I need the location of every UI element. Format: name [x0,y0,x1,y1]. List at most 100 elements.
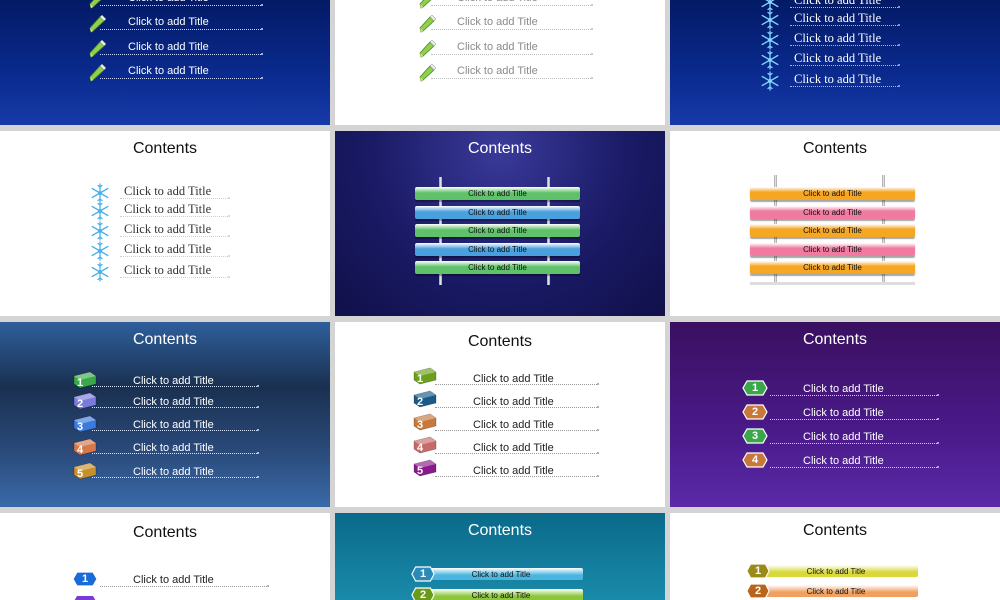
line-end-dot [591,28,593,30]
item-title-placeholder[interactable]: Click to add Title [124,263,212,277]
badge-number: 2 [419,589,427,600]
title-bar[interactable]: Click to add Title [415,261,580,274]
item-title-placeholder[interactable]: Click to add Title [133,396,214,408]
number-badge-icon: 2 [746,583,770,599]
slide-title: Contents [467,333,533,350]
item-title-placeholder[interactable]: Click to add Title [124,184,212,198]
dotted-line [435,407,597,408]
item-title-placeholder[interactable]: Click to add Title [803,431,884,443]
pencil-icon [417,14,437,34]
title-bar[interactable]: Click to add Title [415,243,580,256]
item-title-placeholder[interactable]: Click to add Title [124,222,212,236]
line-end-dot [228,197,230,199]
title-bar[interactable]: Click to add Title [415,224,580,237]
item-title-placeholder[interactable]: Click to add Title [473,465,554,477]
line-end-dot [228,255,230,257]
dotted-line [100,78,261,79]
item-title-placeholder[interactable]: Click to add Title [794,51,882,65]
badge-number: 1 [754,565,762,577]
item-title-placeholder[interactable]: Click to add Title [133,574,214,586]
title-bar[interactable]: Click to add Title [750,243,915,256]
item-title-placeholder[interactable]: Click to add Title [794,72,882,86]
line-end-dot [898,85,900,87]
pencil-icon [87,14,107,34]
title-bar[interactable]: Click to add Title [754,565,918,577]
slide-title: Contents [467,140,533,157]
item-title-placeholder[interactable]: Click to add Title [803,455,884,467]
line-end-dot [898,64,900,66]
item-title-placeholder[interactable]: Click to add Title [457,0,538,4]
item-title-placeholder[interactable]: Click to add Title [457,65,538,77]
dotted-line [100,54,261,55]
line-end-dot [937,466,939,468]
item-title-placeholder[interactable]: Click to add Title [794,31,882,45]
pencil-icon [87,39,107,59]
item-title-placeholder[interactable]: Click to add Title [133,375,214,387]
title-bar[interactable]: Click to add Title [750,224,915,237]
item-title-placeholder[interactable]: Click to add Title [133,419,214,431]
badge-number: 1 [419,568,427,580]
line-end-dot [261,53,263,55]
title-bar[interactable]: Click to add Title [415,187,580,200]
item-title-placeholder[interactable]: Click to add Title [133,466,214,478]
item-title-placeholder[interactable]: Click to add Title [794,0,882,7]
dotted-line [431,29,591,30]
title-bar[interactable]: Click to add Title [415,206,580,219]
dotted-line [92,430,257,431]
item-title-placeholder[interactable]: Click to add Title [128,16,209,28]
number-badge-icon: 3 [72,414,98,434]
dotted-line [92,407,257,408]
dotted-line [92,477,257,478]
number-badge-icon: 2 [411,587,435,600]
line-end-dot [257,452,259,454]
item-title-placeholder[interactable]: Click to add Title [128,41,209,53]
line-end-dot [898,6,900,8]
item-title-placeholder[interactable]: Click to add Title [133,442,214,454]
title-bar[interactable]: Click to add Title [750,261,915,274]
dotted-line [770,467,937,468]
item-title-placeholder[interactable]: Click to add Title [803,383,884,395]
title-bar[interactable]: Click to add Title [750,206,915,219]
item-title-placeholder[interactable]: Click to add Title [473,442,554,454]
line-end-dot [261,77,263,79]
item-title-placeholder[interactable]: Click to add Title [794,11,882,25]
title-bar[interactable]: Click to add Title [419,568,583,580]
signpost-base [750,282,915,285]
item-title-placeholder[interactable]: Click to add Title [124,242,212,256]
dotted-line [120,256,228,257]
title-bar[interactable]: Click to add Title [754,585,918,597]
badge-number: 5 [76,468,84,480]
title-bar[interactable]: Click to add Title [419,589,583,600]
number-badge-icon: 5 [412,458,438,478]
slide-title: Contents [802,331,868,348]
badge-number: 4 [76,444,84,456]
item-title-placeholder[interactable]: Click to add Title [124,202,212,216]
item-title-placeholder[interactable]: Click to add Title [473,373,554,385]
item-title-placeholder[interactable]: Click to add Title [473,419,554,431]
item-title-placeholder[interactable]: Click to add Title [473,396,554,408]
badge-number: 3 [76,421,84,433]
dotted-line [790,86,898,87]
title-bar[interactable]: Click to add Title [750,187,915,200]
item-title-placeholder[interactable]: Click to add Title [457,41,538,53]
item-title-placeholder[interactable]: Click to add Title [128,0,209,4]
snowflake-icon [90,221,110,241]
item-title-placeholder[interactable]: Click to add Title [128,65,209,77]
line-end-dot [591,53,593,55]
item-title-placeholder[interactable]: Click to add Title [457,16,538,28]
item-title-placeholder[interactable]: Click to add Title [803,407,884,419]
dotted-line [120,236,228,237]
badge-number: 4 [416,442,424,454]
